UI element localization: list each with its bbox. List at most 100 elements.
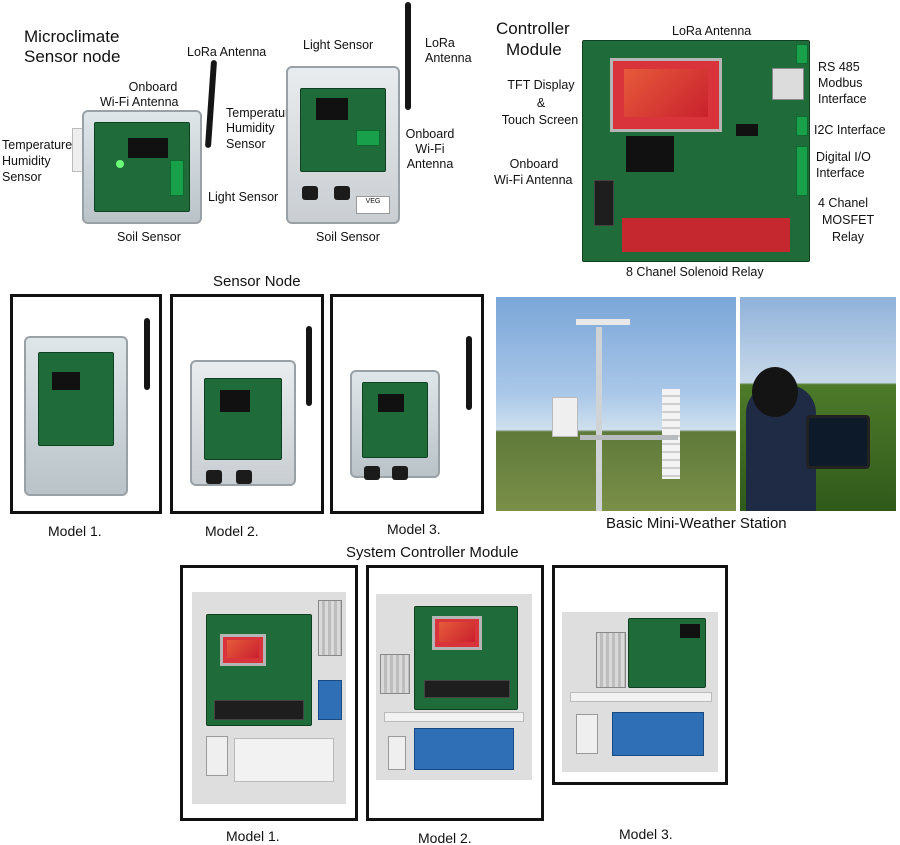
sensor-node-model-1-chip xyxy=(52,372,80,390)
label-wifi-right-1: Onboard xyxy=(405,127,455,141)
solenoid-relay-bank xyxy=(622,218,790,252)
label-lora-right-1: LoRa xyxy=(425,36,455,50)
label-mosfet-2: MOSFET xyxy=(822,213,875,227)
sensor-node-model-2-caption: Model 2. xyxy=(205,523,259,539)
sensor-node-title: Sensor Node xyxy=(213,273,301,290)
label-dio-2: Interface xyxy=(816,166,865,180)
cable-gland-icon xyxy=(364,466,380,480)
label-soil-sensor-right: Soil Sensor xyxy=(316,230,380,244)
label-lora-right-2: Antenna xyxy=(425,51,472,65)
mosfet-chip xyxy=(736,124,758,136)
label-rs485-1: RS 485 xyxy=(818,60,860,74)
lora-antenna-icon xyxy=(204,59,218,149)
label-light-sensor-top: Light Sensor xyxy=(303,38,374,52)
sensor-node-chip-1 xyxy=(128,138,168,158)
device-label: VEG xyxy=(356,196,390,214)
sensor-node-model-1-pcb xyxy=(38,352,114,446)
cable-gland-icon xyxy=(236,470,252,484)
label-temp-left-3: Sensor xyxy=(2,170,42,184)
label-rs485-2: Modbus xyxy=(818,76,863,90)
label-rs485-3: Interface xyxy=(818,92,867,106)
system-controller-model-2-caption: Model 2. xyxy=(418,830,472,845)
anemometer-icon xyxy=(576,319,630,325)
system-controller-model-2-display xyxy=(432,616,482,650)
person-head xyxy=(752,367,798,417)
tablet-user-photo xyxy=(740,297,896,511)
lora-antenna-icon xyxy=(405,2,411,110)
tft-display xyxy=(610,58,722,132)
label-onboard-left-2: Wi-Fi Antenna xyxy=(100,95,179,109)
power-supply xyxy=(318,600,342,656)
solid-state-relay-bank xyxy=(414,728,514,770)
crossarm xyxy=(580,435,678,440)
label-temp-mid-1: Temperature xyxy=(226,106,297,120)
label-mosfet-1: 4 Chanel xyxy=(818,196,869,210)
system-controller-model-3-caption: Model 3. xyxy=(619,826,673,842)
microclimate-title-line1: Microclimate xyxy=(24,27,120,46)
sensor-node-model-1-caption: Model 1. xyxy=(48,523,102,539)
sensor-node-model-3-caption: Model 3. xyxy=(387,521,441,537)
rs485-terminal xyxy=(796,44,808,64)
logger-box xyxy=(552,397,578,437)
sensor-node-model-2-chip xyxy=(220,390,250,412)
rs485-module xyxy=(772,68,804,100)
lora-antenna-icon xyxy=(466,336,472,410)
wifi-module-chip xyxy=(626,136,674,172)
label-tft-2: & xyxy=(536,96,546,110)
circuit-breaker xyxy=(206,736,228,776)
sensor-node-model-3-chip xyxy=(378,394,404,412)
power-supply xyxy=(380,654,410,694)
system-controller-model-3-chip xyxy=(680,624,700,638)
solid-state-relay-bank xyxy=(612,712,704,756)
weather-station-photo xyxy=(496,297,736,511)
label-temp-mid-3: Sensor xyxy=(226,137,266,151)
device-label-text: VEG xyxy=(365,198,381,205)
label-wifi-ctrl-2: Wi-Fi Antenna xyxy=(494,173,573,187)
cable-gland-icon xyxy=(302,186,318,200)
sensor-node-chip-2 xyxy=(316,98,348,120)
solenoid-relay-bank xyxy=(214,700,304,720)
label-temp-mid-2: Humidity xyxy=(226,121,275,135)
label-wifi-right-2: Wi-Fi xyxy=(415,142,445,156)
label-temp-left-2: Humidity xyxy=(2,154,51,168)
label-i2c: I2C Interface xyxy=(814,123,886,137)
radiation-shield-icon xyxy=(662,389,680,479)
label-tft-1: TFT Display xyxy=(507,78,575,92)
label-temp-left-1: Temperature xyxy=(2,138,73,152)
cable-gland-icon xyxy=(392,466,408,480)
terminal-block-2 xyxy=(356,130,380,146)
din-rail xyxy=(384,712,524,722)
controller-title-line2: Module xyxy=(506,40,562,59)
din-rail xyxy=(570,692,712,702)
weather-caption: Basic Mini-Weather Station xyxy=(606,515,787,532)
terminal-rail xyxy=(234,738,334,782)
sensor-node-model-3-pcb xyxy=(362,382,428,458)
lora-antenna-icon xyxy=(306,326,312,406)
lora-antenna-icon xyxy=(144,318,150,390)
label-solenoid: 8 Chanel Solenoid Relay xyxy=(626,265,764,279)
solenoid-relay-label-block xyxy=(594,180,614,226)
system-controller-model-1-display xyxy=(220,634,266,666)
tablet-device xyxy=(806,415,870,469)
label-mosfet-3: Relay xyxy=(832,230,864,244)
solenoid-relay-bank xyxy=(424,680,510,698)
status-led-icon xyxy=(116,160,124,168)
label-light-sensor-left: Light Sensor xyxy=(208,190,279,204)
mosfet-relay-module xyxy=(318,680,342,720)
circuit-breaker xyxy=(576,714,598,754)
label-lora-antenna-ctrl: LoRa Antenna xyxy=(672,24,752,38)
label-onboard-left-1: Onboard xyxy=(128,80,178,94)
label-soil-sensor-left: Soil Sensor xyxy=(117,230,181,244)
power-supply xyxy=(596,632,626,688)
cable-gland-icon xyxy=(334,186,350,200)
dio-terminal xyxy=(796,146,808,196)
label-lora-antenna-left: LoRa Antenna xyxy=(187,45,267,59)
cable-gland-icon xyxy=(206,470,222,484)
i2c-terminal xyxy=(796,116,808,136)
system-controller-model-1-caption: Model 1. xyxy=(226,828,280,844)
circuit-breaker xyxy=(388,736,406,770)
label-dio-1: Digital I/O xyxy=(816,150,871,164)
label-tft-3: Touch Screen xyxy=(501,113,579,127)
label-wifi-right-3: Antenna xyxy=(406,157,454,171)
terminal-block xyxy=(170,160,184,196)
